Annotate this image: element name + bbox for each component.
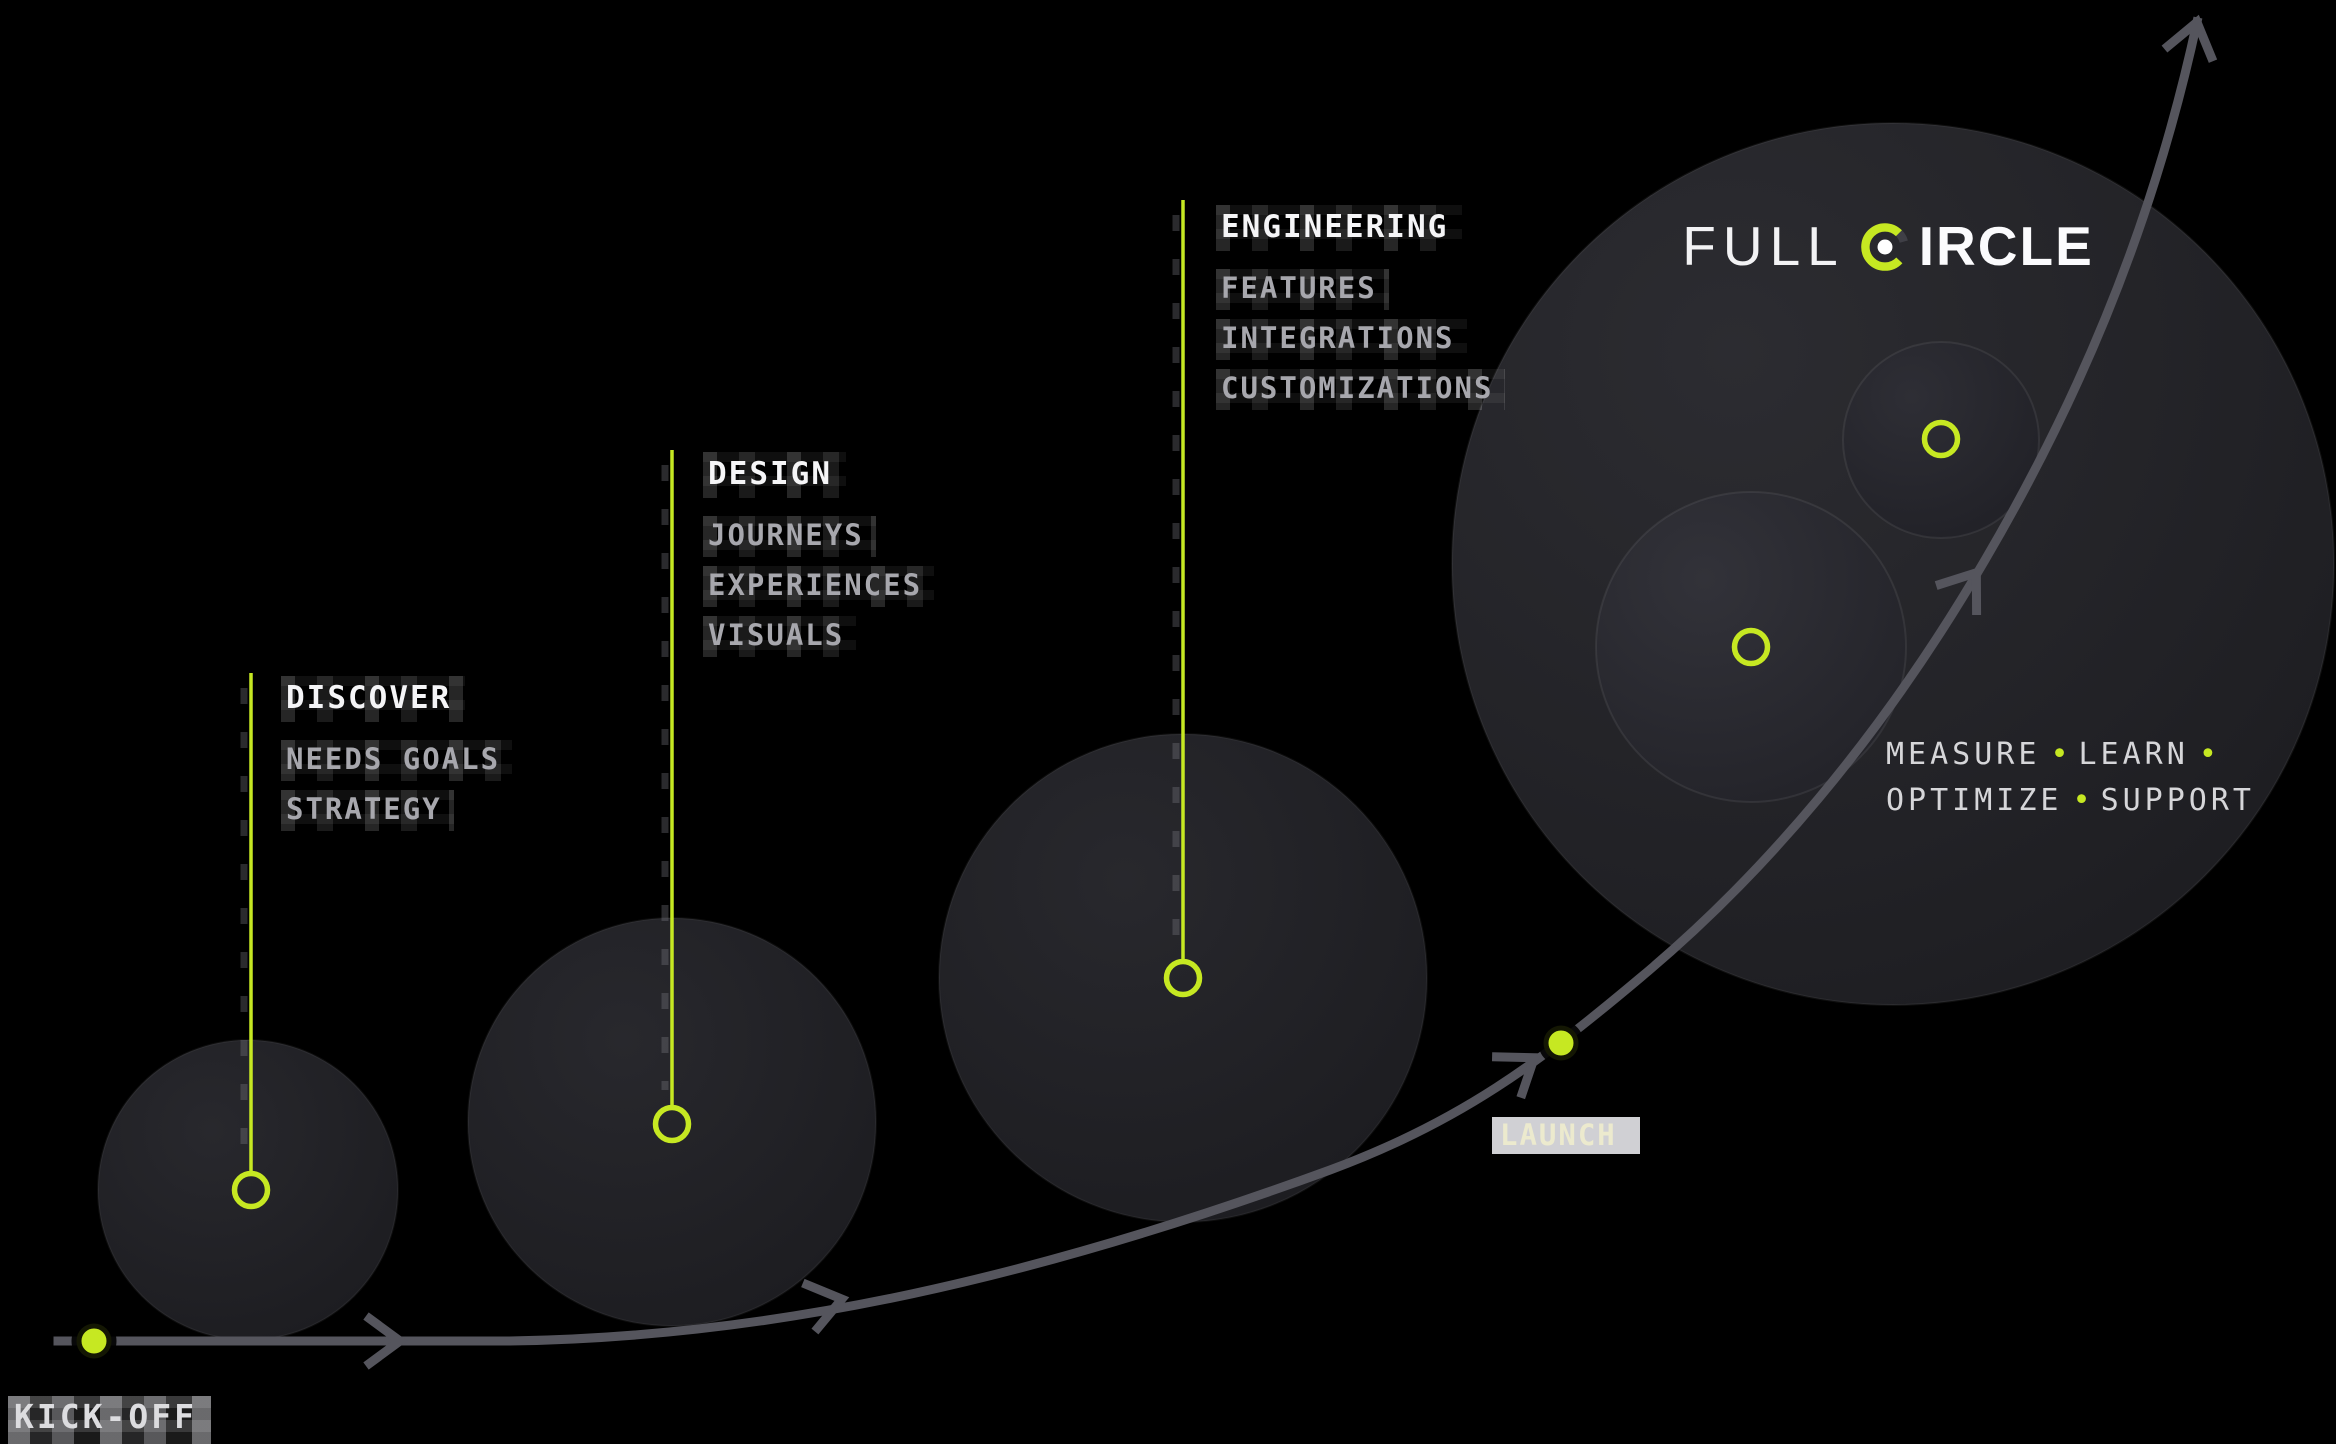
stage-item: VISUALS — [703, 616, 856, 657]
stage-title: DISCOVER — [281, 676, 465, 722]
stage-marker-ring — [1731, 627, 1771, 667]
wordmark-rest-text: IRCLE — [1918, 215, 2094, 277]
stage-items: JOURNEYS EXPERIENCES VISUALS — [703, 516, 934, 657]
stage-item: EXPERIENCES — [703, 566, 934, 607]
tagline-word: SUPPORT — [2100, 783, 2255, 818]
stage-marker-ring — [1921, 419, 1961, 459]
launch-dot — [1538, 1020, 1584, 1066]
stage-item: FEATURES — [1216, 269, 1389, 310]
stage-marker-ring — [231, 1170, 271, 1210]
stage-discover: DISCOVER NEEDS GOALS STRATEGY — [281, 676, 512, 840]
inner-circle-large — [1595, 491, 1907, 803]
stage-engineering: ENGINEERING FEATURES INTEGRATIONS CUSTOM… — [1216, 205, 1505, 419]
kickoff-dot — [71, 1318, 117, 1364]
tagline-line-2: OPTIMIZE • SUPPORT — [1886, 778, 2255, 824]
full-circle-sphere — [1451, 122, 2335, 1006]
bullet-dot: • — [2072, 783, 2091, 818]
inner-circle-small — [1842, 341, 2040, 539]
path-arrowhead — [1491, 1052, 1541, 1100]
stage-items: FEATURES INTEGRATIONS CUSTOMIZATIONS — [1216, 269, 1505, 410]
stage-item: INTEGRATIONS — [1216, 319, 1467, 360]
stage-design: DESIGN JOURNEYS EXPERIENCES VISUALS — [703, 452, 934, 666]
tagline-word: MEASURE — [1886, 737, 2041, 772]
kickoff-label: KICK-OFF — [8, 1396, 211, 1444]
stage-item: CUSTOMIZATIONS — [1216, 369, 1505, 410]
stage-marker-ring — [652, 1104, 692, 1144]
stage-title: ENGINEERING — [1216, 205, 1462, 251]
full-circle-tagline: MEASURE • LEARN • OPTIMIZE • SUPPORT — [1886, 732, 2255, 824]
stage-item: JOURNEYS — [703, 516, 876, 557]
bullet-dot: • — [2050, 737, 2069, 772]
path-arrowhead — [1934, 566, 1982, 615]
launch-label: LAUNCH — [1492, 1117, 1640, 1154]
full-circle-wordmark: FULL IRCLE — [1668, 214, 2108, 278]
path-arrowhead — [801, 1278, 850, 1335]
journey-path — [53, 16, 2203, 1346]
stage-items: NEEDS GOALS STRATEGY — [281, 740, 512, 831]
path-arrowhead — [2161, 14, 2218, 63]
stage-marker-ring — [1163, 958, 1203, 998]
circle-c-logo-icon — [1860, 223, 1909, 271]
tagline-word: OPTIMIZE — [1886, 783, 2063, 818]
discover-circle — [97, 1039, 399, 1341]
path-arrowhead — [363, 1312, 408, 1370]
wordmark-full-text: FULL — [1682, 215, 1845, 277]
stage-title: DESIGN — [703, 452, 846, 498]
tagline-word: LEARN — [2078, 737, 2189, 772]
tagline-line-1: MEASURE • LEARN • — [1886, 732, 2255, 778]
bullet-dot: • — [2198, 737, 2217, 772]
stage-item: NEEDS GOALS — [281, 740, 512, 781]
stage-item: STRATEGY — [281, 790, 454, 831]
